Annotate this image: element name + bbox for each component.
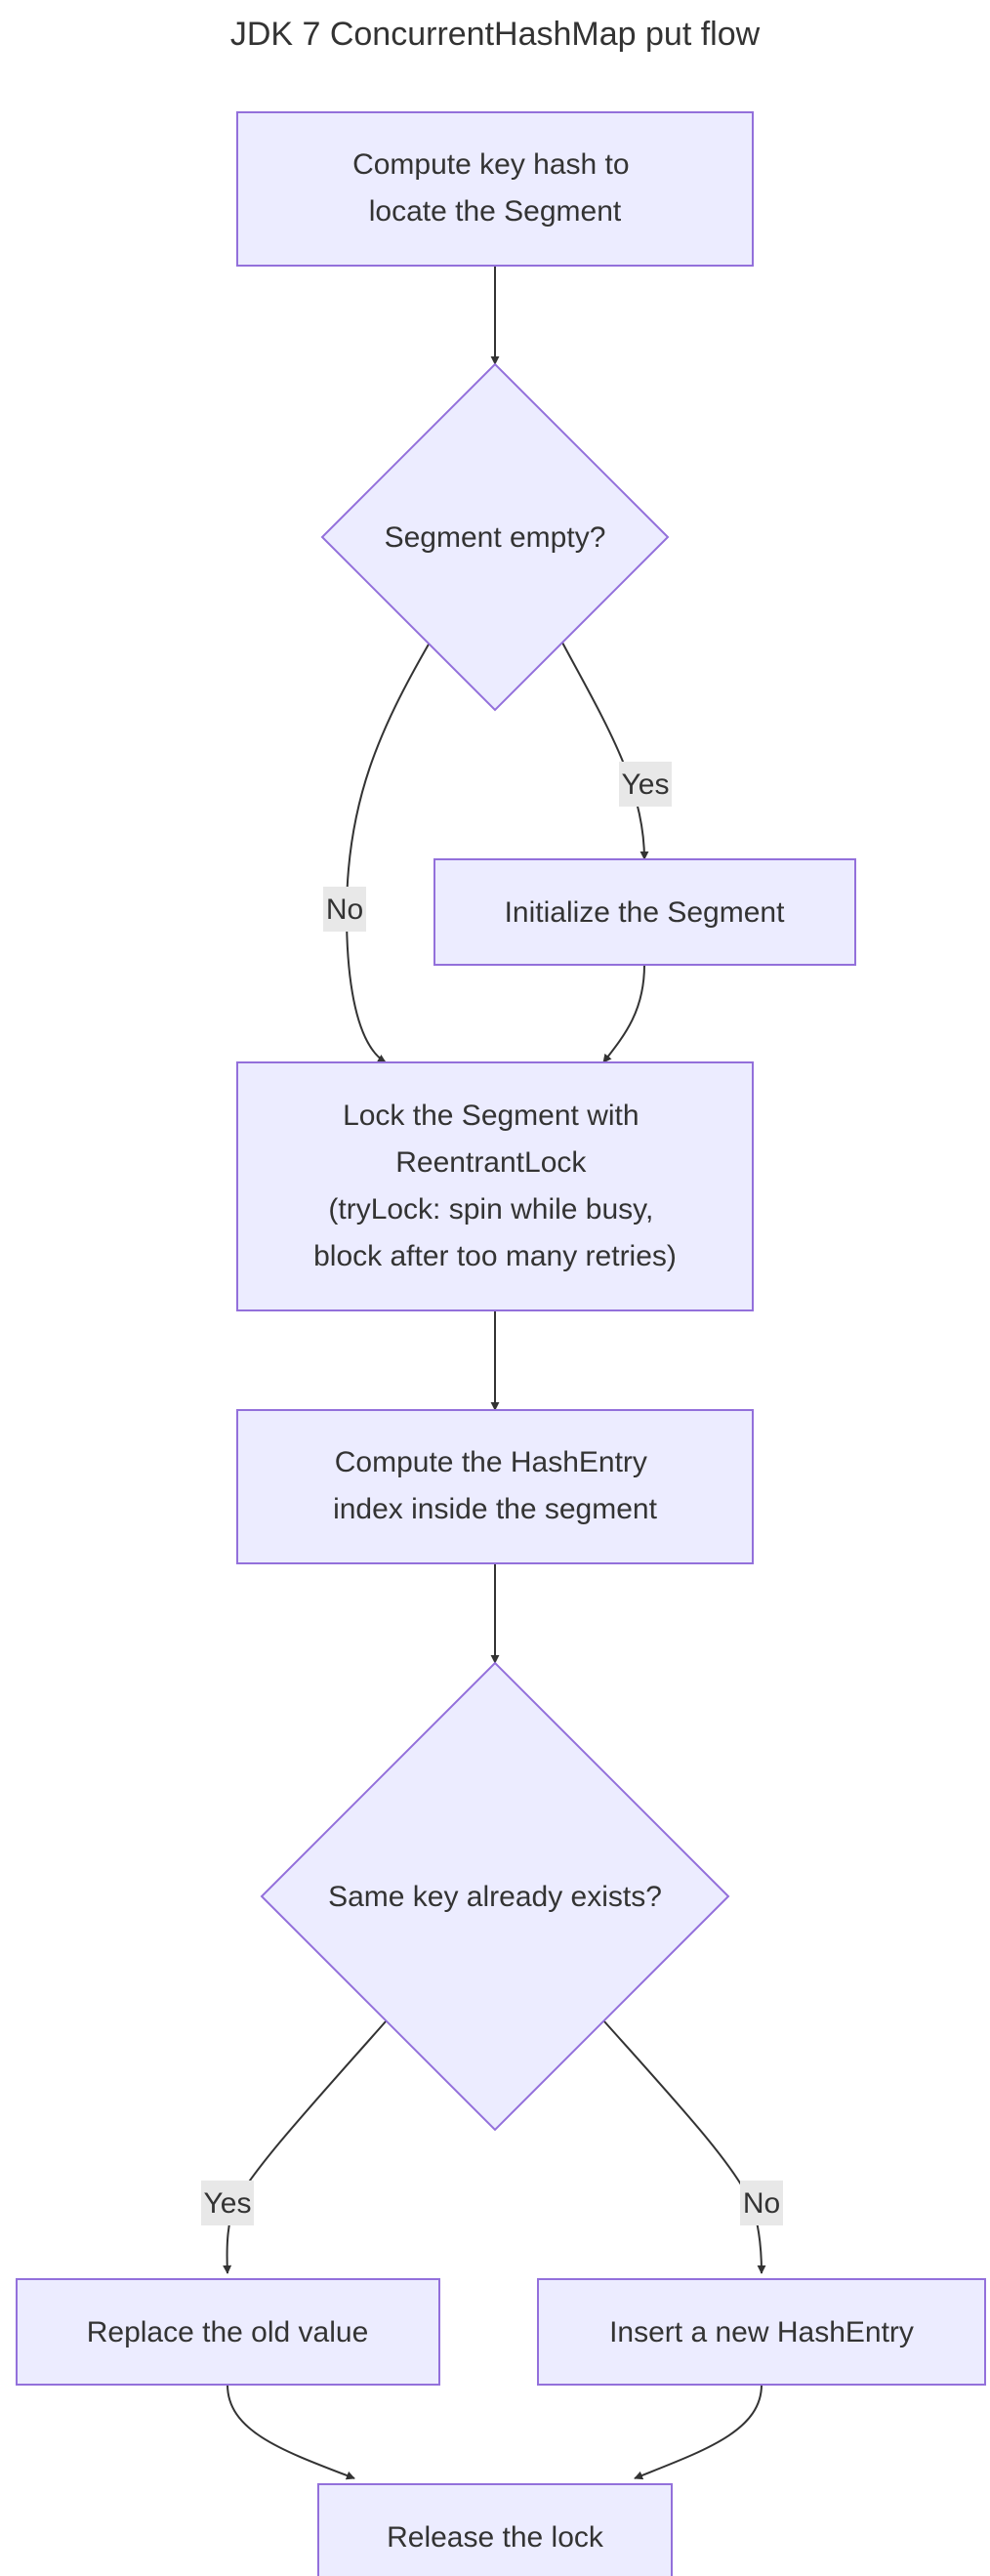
edge-label-empty-yes: Yes xyxy=(619,762,672,807)
diagram-title: JDK 7 ConcurrentHashMap put flow xyxy=(230,16,761,53)
node-line: (tryLock: spin while busy, xyxy=(328,1193,653,1226)
edge-label-empty-no: No xyxy=(323,887,366,932)
node-line: block after too many retries) xyxy=(313,1240,677,1272)
node-line: locate the Segment xyxy=(369,195,622,228)
edge-label-text: No xyxy=(743,2187,780,2220)
edge-exists-no xyxy=(602,2019,766,2274)
node-line: Initialize the Segment xyxy=(505,896,785,929)
edge-label-text: Yes xyxy=(204,2187,252,2220)
node-key-exists: Same key already exists? xyxy=(260,1661,730,2132)
svg-text:Lock the Segment with: Lock the Segment with ReentrantLock (try… xyxy=(313,1100,677,1272)
edge-replace-to-release xyxy=(227,2384,355,2480)
node-line: ReentrantLock xyxy=(395,1146,587,1179)
node-lock-segment: Lock the Segment with ReentrantLock (try… xyxy=(236,1061,754,1311)
svg-text:Insert a new HashEntry: Insert a new HashEntry xyxy=(609,2316,914,2348)
node-replace-value: Replace the old value xyxy=(16,2278,440,2386)
node-compute-hash: Compute key hash to locate the Segment xyxy=(236,111,754,267)
svg-text:Compute key hash to lo: Compute key hash to locate the Segment xyxy=(352,148,638,228)
svg-text:Same key already exists?: Same key already exists? xyxy=(328,1881,662,1913)
svg-text:Initialize the Segment: Initialize the Segment xyxy=(505,896,785,929)
node-compute-index: Compute the HashEntry index inside the s… xyxy=(236,1409,754,1564)
edge-empty-yes xyxy=(561,642,649,860)
node-insert-entry: Insert a new HashEntry xyxy=(537,2278,986,2386)
node-line: Lock the Segment with xyxy=(343,1100,639,1132)
svg-text:Compute the HashEntry: Compute the HashEntry index inside the s… xyxy=(333,1446,658,1525)
node-line: Release the lock xyxy=(387,2521,604,2554)
svg-text:Segment empty?: Segment empty? xyxy=(385,521,606,554)
edge-label-exists-yes: Yes xyxy=(201,2181,254,2225)
edge-empty-no xyxy=(345,642,431,1063)
node-line: Segment empty? xyxy=(385,521,606,554)
edge-label-text: No xyxy=(326,893,363,926)
edge-insert-to-release xyxy=(634,2384,763,2480)
svg-text:Release the lock: Release the lock xyxy=(387,2521,604,2554)
edge-init-to-lock xyxy=(602,964,645,1063)
edge-exists-yes xyxy=(223,2019,388,2274)
node-line: Compute key hash to xyxy=(352,148,630,181)
node-release-lock: Release the lock xyxy=(317,2483,673,2576)
node-line: Replace the old value xyxy=(87,2316,369,2348)
edge-label-text: Yes xyxy=(622,769,670,801)
svg-text:Replace the old value: Replace the old value xyxy=(87,2316,369,2348)
edge-label-exists-no: No xyxy=(740,2181,783,2225)
node-line: Insert a new HashEntry xyxy=(609,2316,914,2348)
node-line: Compute the HashEntry xyxy=(335,1446,647,1478)
node-line: Same key already exists? xyxy=(328,1881,662,1913)
node-line: index inside the segment xyxy=(333,1493,658,1525)
node-init-segment: Initialize the Segment xyxy=(433,858,856,966)
node-segment-empty: Segment empty? xyxy=(320,362,670,712)
